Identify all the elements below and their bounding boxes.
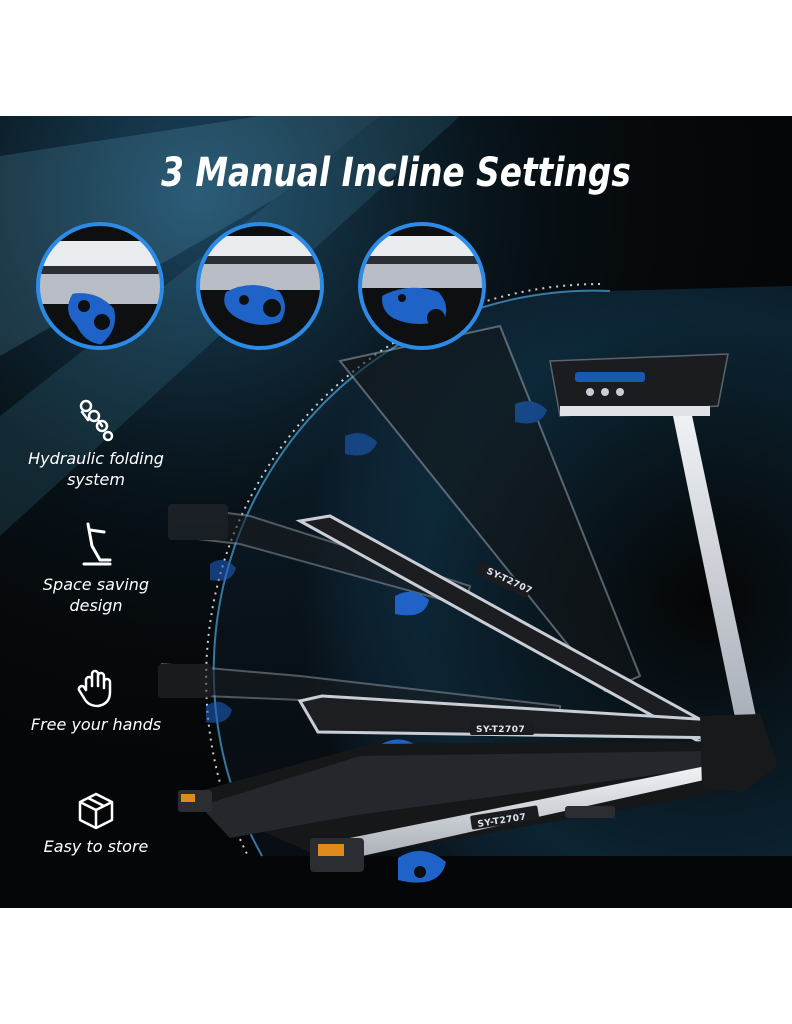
- feature-label: Easy to store: [43, 837, 149, 856]
- incline-setting-3: [358, 222, 486, 350]
- treadmill-upright: SY-T2707: [295, 353, 758, 744]
- feature-easy-store: Easy to store: [8, 790, 184, 857]
- hand-icon: [77, 669, 112, 708]
- feature-label: Space saving design: [42, 575, 150, 615]
- feature-label: Hydraulic folding system: [28, 449, 164, 489]
- feature-hydraulic-folding: Hydraulic folding system: [8, 398, 184, 490]
- product-banner: SY-T2707 SY-T2707 SY-T2707: [0, 116, 792, 908]
- treadmill-base: SY-T2707: [178, 714, 778, 883]
- feature-free-hands: Free your hands: [8, 668, 184, 735]
- feature-space-saving: Space saving design: [8, 520, 184, 616]
- incline-setting-1: [36, 222, 164, 350]
- feature-label: Free your hands: [30, 715, 162, 734]
- hydraulic-chain-icon: [79, 399, 114, 442]
- banner-title: 3 Manual Incline Settings: [161, 150, 631, 196]
- folded-treadmill-icon: [82, 522, 112, 566]
- treadmill-scene: SY-T2707 SY-T2707 SY-T2707: [0, 116, 792, 908]
- box-icon: [78, 792, 114, 830]
- incline-setting-2: [196, 222, 324, 350]
- deck-model-label-upper: SY-T2707: [476, 725, 525, 735]
